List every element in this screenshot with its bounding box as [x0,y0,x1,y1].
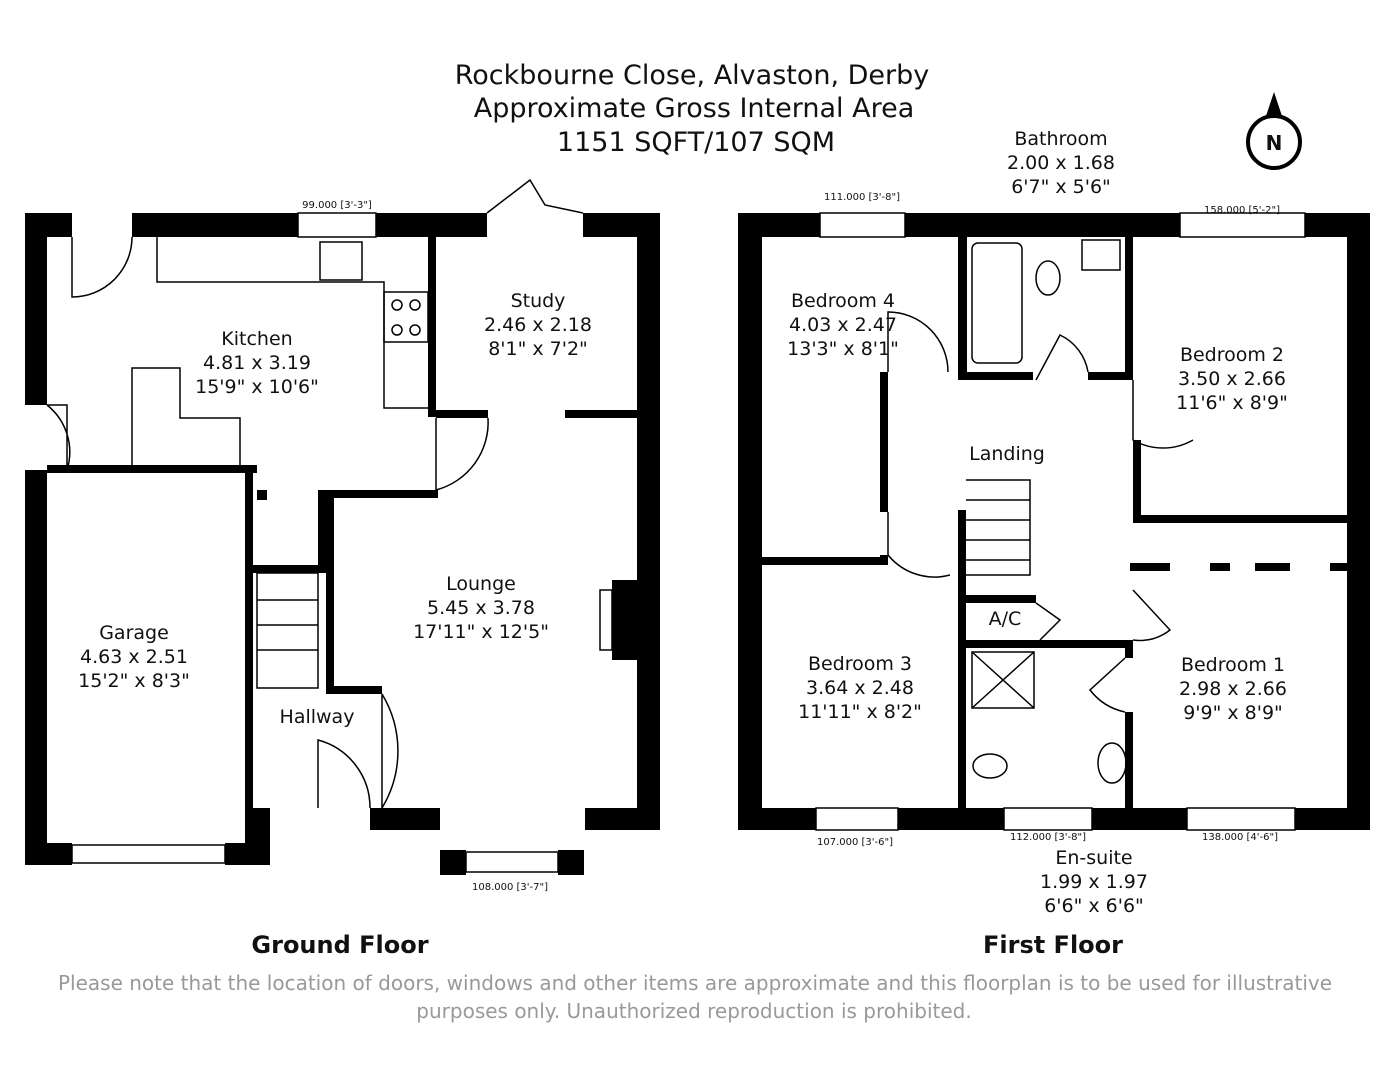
disclaimer-line-1: Please note that the location of doors, … [58,971,1332,995]
svg-text:15'9" x 10'6": 15'9" x 10'6" [195,376,319,398]
area-value: 1151 SQFT/107 SQM [557,127,835,158]
svg-text:11'11" x 8'2": 11'11" x 8'2" [798,701,922,723]
room-ac: A/C [989,608,1022,630]
svg-text:17'11" x 12'5": 17'11" x 12'5" [413,621,549,643]
svg-text:Lounge: Lounge [446,573,516,595]
basin-icon [1081,239,1121,271]
svg-text:2.00 x 1.68: 2.00 x 1.68 [1007,152,1115,174]
area-title: Approximate Gross Internal Area [474,93,915,124]
hob-icon [383,291,429,343]
window-label: 111.000 [3'-8"] [824,192,900,203]
svg-text:2.46 x 2.18: 2.46 x 2.18 [484,314,592,336]
svg-text:1.99 x 1.97: 1.99 x 1.97 [1040,871,1148,893]
svg-text:9'9" x 8'9": 9'9" x 8'9" [1183,702,1283,724]
room-bedroom-4: Bedroom 4 4.03 x 2.47 13'3" x 8'1" [787,290,899,360]
svg-text:3.64 x 2.48: 3.64 x 2.48 [806,677,914,699]
shower-icon [971,651,1035,709]
svg-text:Bedroom 1: Bedroom 1 [1181,654,1285,676]
svg-text:Bedroom 4: Bedroom 4 [791,290,895,312]
svg-text:4.81 x 3.19: 4.81 x 3.19 [203,352,311,374]
room-lounge: Lounge 5.45 x 3.78 17'11" x 12'5" [413,573,549,643]
window-label: 99.000 [3'-3"] [302,200,372,211]
window-label: 138.000 [4'-6"] [1202,832,1278,843]
first-floor-title: First Floor [983,931,1123,959]
disclaimer-line-2: purposes only. Unauthorized reproduction… [416,999,971,1023]
window-label: 158.000 [5'-2"] [1204,205,1280,216]
address-title: Rockbourne Close, Alvaston, Derby [455,60,930,91]
svg-text:5.45 x 3.78: 5.45 x 3.78 [427,597,535,619]
svg-text:6'6" x 6'6": 6'6" x 6'6" [1044,895,1144,917]
north-arrow-icon: N [1246,92,1302,170]
window-label: 107.000 [3'-6"] [817,837,893,848]
room-en-suite: En-suite 1.99 x 1.97 6'6" x 6'6" [1040,847,1148,917]
room-bathroom: Bathroom 2.00 x 1.68 6'7" x 5'6" [1007,128,1115,198]
svg-text:Bedroom 3: Bedroom 3 [808,653,912,675]
window-label: 108.000 [3'-7"] [472,882,548,893]
svg-text:11'6" x 8'9": 11'6" x 8'9" [1176,392,1288,414]
compass-label: N [1266,131,1283,155]
room-garage: Garage 4.63 x 2.51 15'2" x 8'3" [78,622,190,692]
room-landing: Landing [969,443,1045,465]
svg-text:2.98 x 2.66: 2.98 x 2.66 [1179,678,1287,700]
svg-text:13'3" x 8'1": 13'3" x 8'1" [787,338,899,360]
svg-text:Garage: Garage [99,622,169,644]
svg-text:Bedroom 2: Bedroom 2 [1180,344,1284,366]
room-study: Study 2.46 x 2.18 8'1" x 7'2" [484,290,592,360]
first-floor-fixtures [815,212,1306,831]
room-bedroom-2: Bedroom 2 3.50 x 2.66 11'6" x 8'9" [1176,344,1288,414]
toilet-icon [1035,260,1061,296]
svg-text:8'1" x 7'2": 8'1" x 7'2" [488,338,588,360]
window-label: 112.000 [3'-8"] [1010,832,1086,843]
sink-icon [319,241,363,281]
toilet-icon [972,753,1008,779]
basin-icon [1097,742,1127,784]
room-kitchen: Kitchen 4.81 x 3.19 15'9" x 10'6" [195,328,319,398]
svg-text:4.63 x 2.51: 4.63 x 2.51 [80,646,188,668]
svg-text:15'2" x 8'3": 15'2" x 8'3" [78,670,190,692]
svg-text:Kitchen: Kitchen [221,328,292,350]
bath-icon [971,242,1023,364]
room-bedroom-1: Bedroom 1 2.98 x 2.66 9'9" x 8'9" [1179,654,1287,724]
svg-text:Study: Study [511,290,566,312]
svg-text:3.50 x 2.66: 3.50 x 2.66 [1178,368,1286,390]
room-bedroom-3: Bedroom 3 3.64 x 2.48 11'11" x 8'2" [798,653,922,723]
svg-text:6'7" x 5'6": 6'7" x 5'6" [1011,176,1111,198]
svg-text:En-suite: En-suite [1055,847,1132,869]
ground-floor-fixtures [46,178,613,873]
ground-floor-walls [25,213,660,875]
first-floor-walls [738,213,1370,830]
svg-text:Bathroom: Bathroom [1014,128,1107,150]
room-hallway: Hallway [280,706,355,728]
ground-floor-title: Ground Floor [251,931,428,959]
svg-text:4.03 x 2.47: 4.03 x 2.47 [789,314,897,336]
